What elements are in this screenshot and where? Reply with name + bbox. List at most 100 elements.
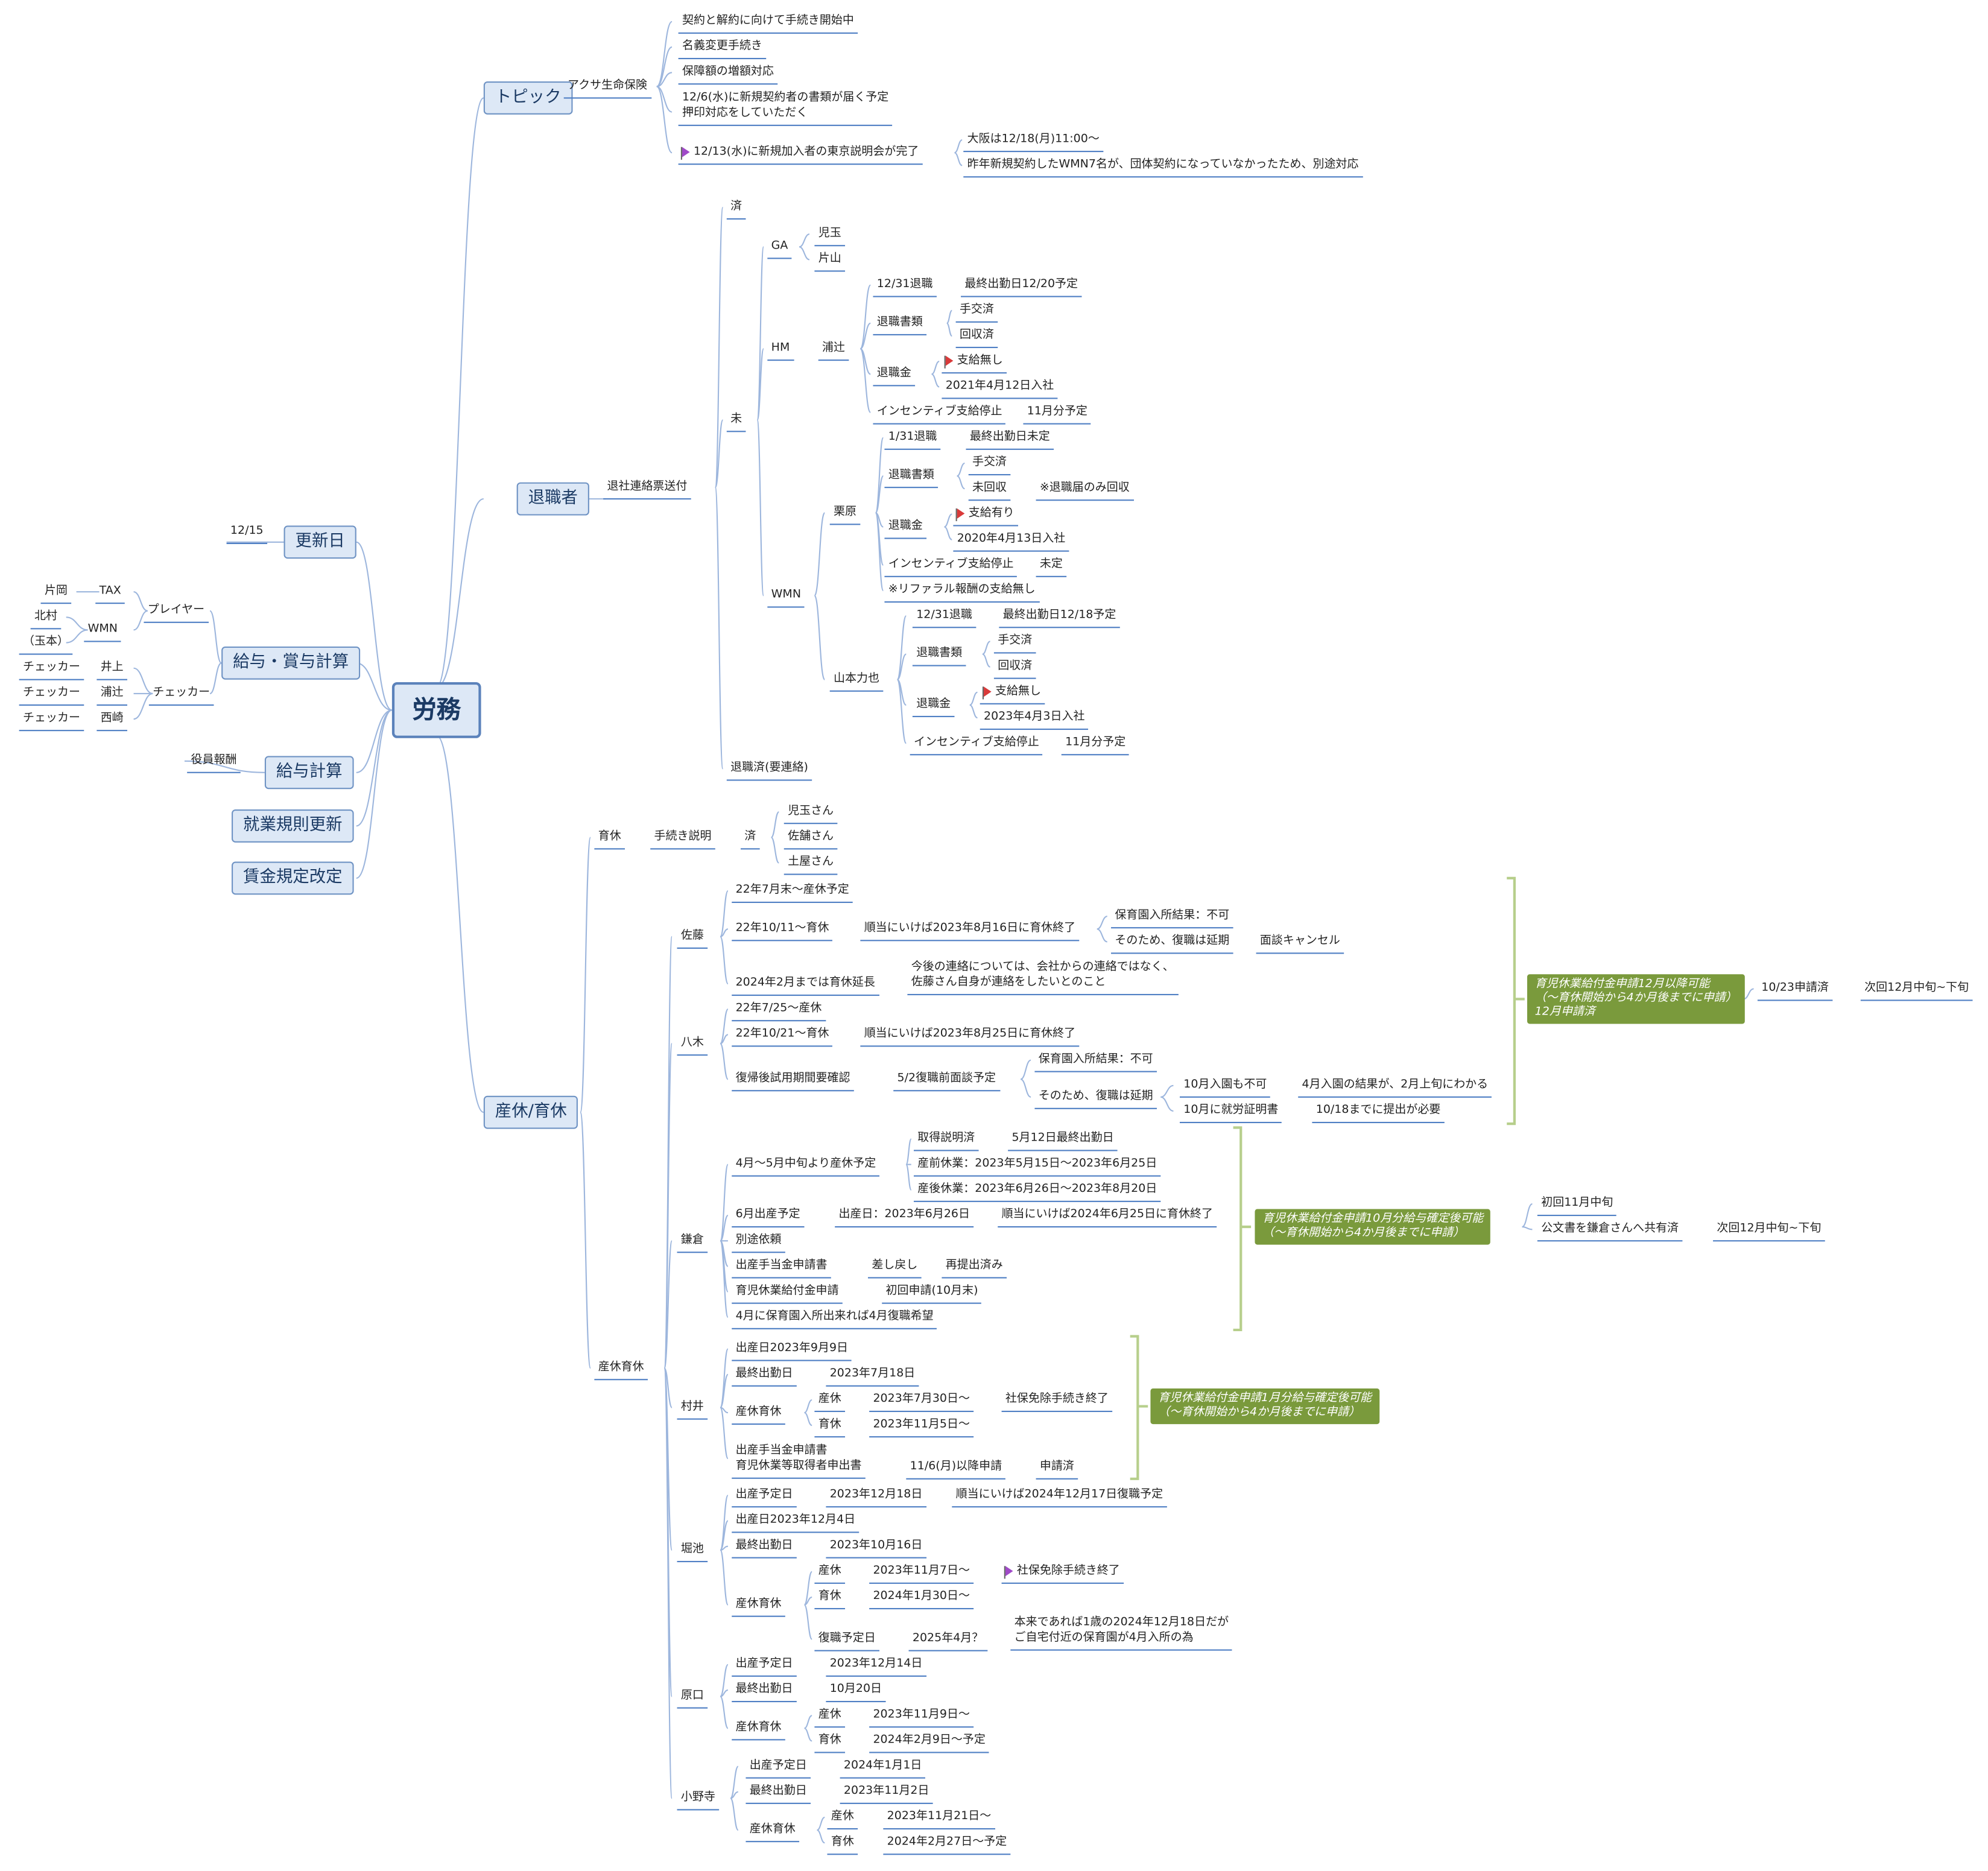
ono-item[interactable]: 産休: [827, 1810, 858, 1830]
yagi-item[interactable]: 22年7/25〜産休: [732, 1002, 825, 1022]
sato-item[interactable]: 面談キャンセル: [1256, 935, 1344, 954]
ga-node[interactable]: GA: [767, 240, 793, 259]
payment-flagged[interactable]: 支給無し: [980, 685, 1045, 704]
hori-item[interactable]: 2023年12月18日: [826, 1489, 926, 1508]
person-node[interactable]: 土屋さん: [783, 856, 838, 875]
kyuyo-shoyo-box[interactable]: 給与・賞与計算: [221, 646, 361, 680]
kama-item[interactable]: 産前休業：2023年5月15日〜2023年6月25日: [913, 1157, 1162, 1177]
inoue-node[interactable]: 井上: [97, 661, 128, 680]
yagi-item[interactable]: 10/18までに提出が必要: [1312, 1104, 1445, 1124]
kodama-node[interactable]: （玉本）: [19, 636, 73, 655]
ono-item[interactable]: 2024年1月1日: [840, 1759, 926, 1779]
kama-item[interactable]: 出産日：2023年6月26日: [835, 1208, 974, 1228]
murai-item[interactable]: 11/6(月)以降申請: [906, 1460, 1006, 1480]
kama-item[interactable]: 育児休業給付金申請: [732, 1285, 843, 1304]
retire-date[interactable]: 1/31退職: [884, 431, 942, 450]
hori-item[interactable]: 復職予定日: [814, 1632, 880, 1651]
yamamoto-node[interactable]: 山本力也: [829, 673, 884, 692]
haraguchi-node[interactable]: 原口: [677, 1689, 708, 1709]
last-day[interactable]: 最終出勤日12/20予定: [961, 278, 1082, 297]
kama-item[interactable]: 取得説明済: [913, 1132, 979, 1151]
checker-3[interactable]: チェッカー: [19, 712, 84, 732]
incentive-value[interactable]: 11月分予定: [1023, 405, 1092, 425]
renrakuzumi-node[interactable]: 退職済(要連絡): [726, 762, 812, 781]
hara-item[interactable]: 2024年2月9日〜予定: [869, 1734, 990, 1753]
hara-item[interactable]: 産休: [814, 1709, 846, 1728]
kamakura-node[interactable]: 鎌倉: [677, 1234, 708, 1253]
yagi-item[interactable]: 5/2復職前面談予定: [893, 1072, 999, 1092]
topic-item[interactable]: 契約と解約に向けて手続き開始中: [678, 14, 858, 34]
kurihara-node[interactable]: 栗原: [829, 506, 861, 525]
join-date[interactable]: 2021年4月12日入社: [942, 380, 1058, 399]
yagi-item[interactable]: 22年10/21〜育休: [732, 1028, 834, 1047]
referral-node[interactable]: ※リファラル報酬の支給無し: [884, 583, 1039, 603]
hori-item[interactable]: 産休: [814, 1565, 846, 1584]
axa-node[interactable]: アクサ生命保険: [563, 80, 651, 99]
taishoku-box[interactable]: 退職者: [516, 482, 589, 516]
kitamura-node[interactable]: 北村: [30, 610, 62, 630]
murai-item[interactable]: 2023年11月5日〜: [869, 1419, 974, 1438]
person-node[interactable]: 児玉さん: [783, 805, 838, 825]
sato-item[interactable]: 22年7月末〜産休予定: [732, 884, 853, 904]
murai-item[interactable]: 産休: [814, 1393, 846, 1413]
join-date[interactable]: 2023年4月3日入社: [980, 711, 1089, 730]
sato-item[interactable]: 22年10/11〜育休: [732, 922, 834, 942]
summary-box[interactable]: 育児休業給付金申請12月以降可能 （～育休開始から4か月後までに申請） 12月申…: [1527, 974, 1745, 1024]
hara-item[interactable]: 育休: [814, 1734, 846, 1753]
yakuin-node[interactable]: 役員報酬: [187, 754, 241, 773]
player-node[interactable]: プレイヤー: [144, 604, 208, 623]
person-node[interactable]: 佐舗さん: [783, 831, 838, 850]
sato-item[interactable]: 保育園入所結果：不可: [1111, 910, 1233, 929]
murai-item[interactable]: 2023年7月30日〜: [869, 1393, 974, 1413]
hori-item[interactable]: 順当にいけば2024年12月17日復職予定: [952, 1489, 1167, 1508]
note-node[interactable]: ※退職届のみ回収: [1036, 482, 1133, 501]
topic-item[interactable]: 保障額の増額対応: [678, 66, 778, 85]
hara-item[interactable]: 出産予定日: [732, 1657, 797, 1677]
kama-item[interactable]: 差し戻し: [868, 1259, 922, 1279]
renraku-node[interactable]: 退社連絡票送付: [603, 481, 691, 500]
hori-item[interactable]: 2023年11月7日〜: [869, 1565, 974, 1584]
hori-item[interactable]: 2025年4月？: [908, 1632, 987, 1651]
handed-node[interactable]: 手交済: [955, 303, 998, 323]
incentive-value[interactable]: 未定: [1036, 558, 1067, 577]
wmn-node[interactable]: WMN: [84, 623, 122, 642]
payment-flagged[interactable]: 支給無し: [942, 355, 1007, 374]
docs-node[interactable]: 退職書類: [873, 316, 927, 335]
incentive-node[interactable]: インセンティブ支給停止: [873, 405, 1007, 425]
murai-item[interactable]: 2023年7月18日: [826, 1367, 919, 1387]
yagi-item[interactable]: 保育園入所結果：不可: [1034, 1053, 1157, 1072]
kama-item[interactable]: 別途依頼: [732, 1234, 785, 1253]
sakunen-node[interactable]: 昨年新規契約したWMN7名が、団体契約になっていなかったため、別途対応: [963, 159, 1362, 178]
docs-node[interactable]: 退職書類: [884, 469, 939, 489]
hori-item[interactable]: 本来であれば1歳の2024年12月18日だが ご自宅付近の保育園が4月入所の為: [1010, 1615, 1233, 1651]
kama-item[interactable]: 出産手当金申請書: [732, 1259, 831, 1279]
handed-node[interactable]: 手交済: [968, 456, 1011, 476]
zumi-node[interactable]: 済: [726, 200, 746, 220]
topic-item[interactable]: 名義変更手続き: [678, 40, 767, 60]
join-date[interactable]: 2020年4月13日入社: [953, 533, 1069, 552]
onodera-node[interactable]: 小野寺: [677, 1791, 720, 1811]
hori-item[interactable]: 産休育休: [732, 1598, 785, 1617]
yagi-item[interactable]: 順当にいけば2023年8月25日に育休終了: [860, 1028, 1080, 1047]
hara-item[interactable]: 2023年11月9日〜: [869, 1709, 974, 1728]
kama-item[interactable]: 初回申請(10月末): [882, 1285, 983, 1304]
severance-node[interactable]: 退職金: [873, 367, 916, 387]
summary-item[interactable]: 10/23申請済: [1757, 982, 1833, 1001]
topic-item[interactable]: 12/6(水)に新規契約者の書類が届く予定 押印対応をしていただく: [678, 90, 893, 126]
hara-item[interactable]: 産休育休: [732, 1721, 785, 1741]
tetsuzuki-node[interactable]: 手続き説明: [650, 831, 715, 850]
hara-item[interactable]: 10月20日: [826, 1683, 886, 1703]
hori-item[interactable]: 2024年1月30日〜: [869, 1590, 974, 1610]
kama-item[interactable]: 4月〜5月中旬より産休予定: [732, 1157, 881, 1177]
summary-item[interactable]: 次回12月中旬~下旬: [1713, 1223, 1825, 1242]
kama-item[interactable]: 産後休業：2023年6月26日〜2023年8月20日: [913, 1183, 1162, 1202]
last-day[interactable]: 最終出勤日12/18予定: [999, 609, 1120, 628]
kama-item[interactable]: 順当にいけば2024年6月25日に育休終了: [998, 1208, 1217, 1228]
murai-item[interactable]: 育休: [814, 1419, 846, 1438]
root-topic[interactable]: 労務: [391, 682, 481, 738]
payment-flagged[interactable]: 支給有り: [953, 507, 1019, 527]
hori-item[interactable]: 育休: [814, 1590, 846, 1610]
hori-item[interactable]: 最終出勤日: [732, 1539, 797, 1559]
topic-item-flagged[interactable]: 12/13(水)に新規加入者の東京説明会が完了: [678, 146, 923, 165]
nishizaki-node[interactable]: 西崎: [97, 712, 128, 732]
